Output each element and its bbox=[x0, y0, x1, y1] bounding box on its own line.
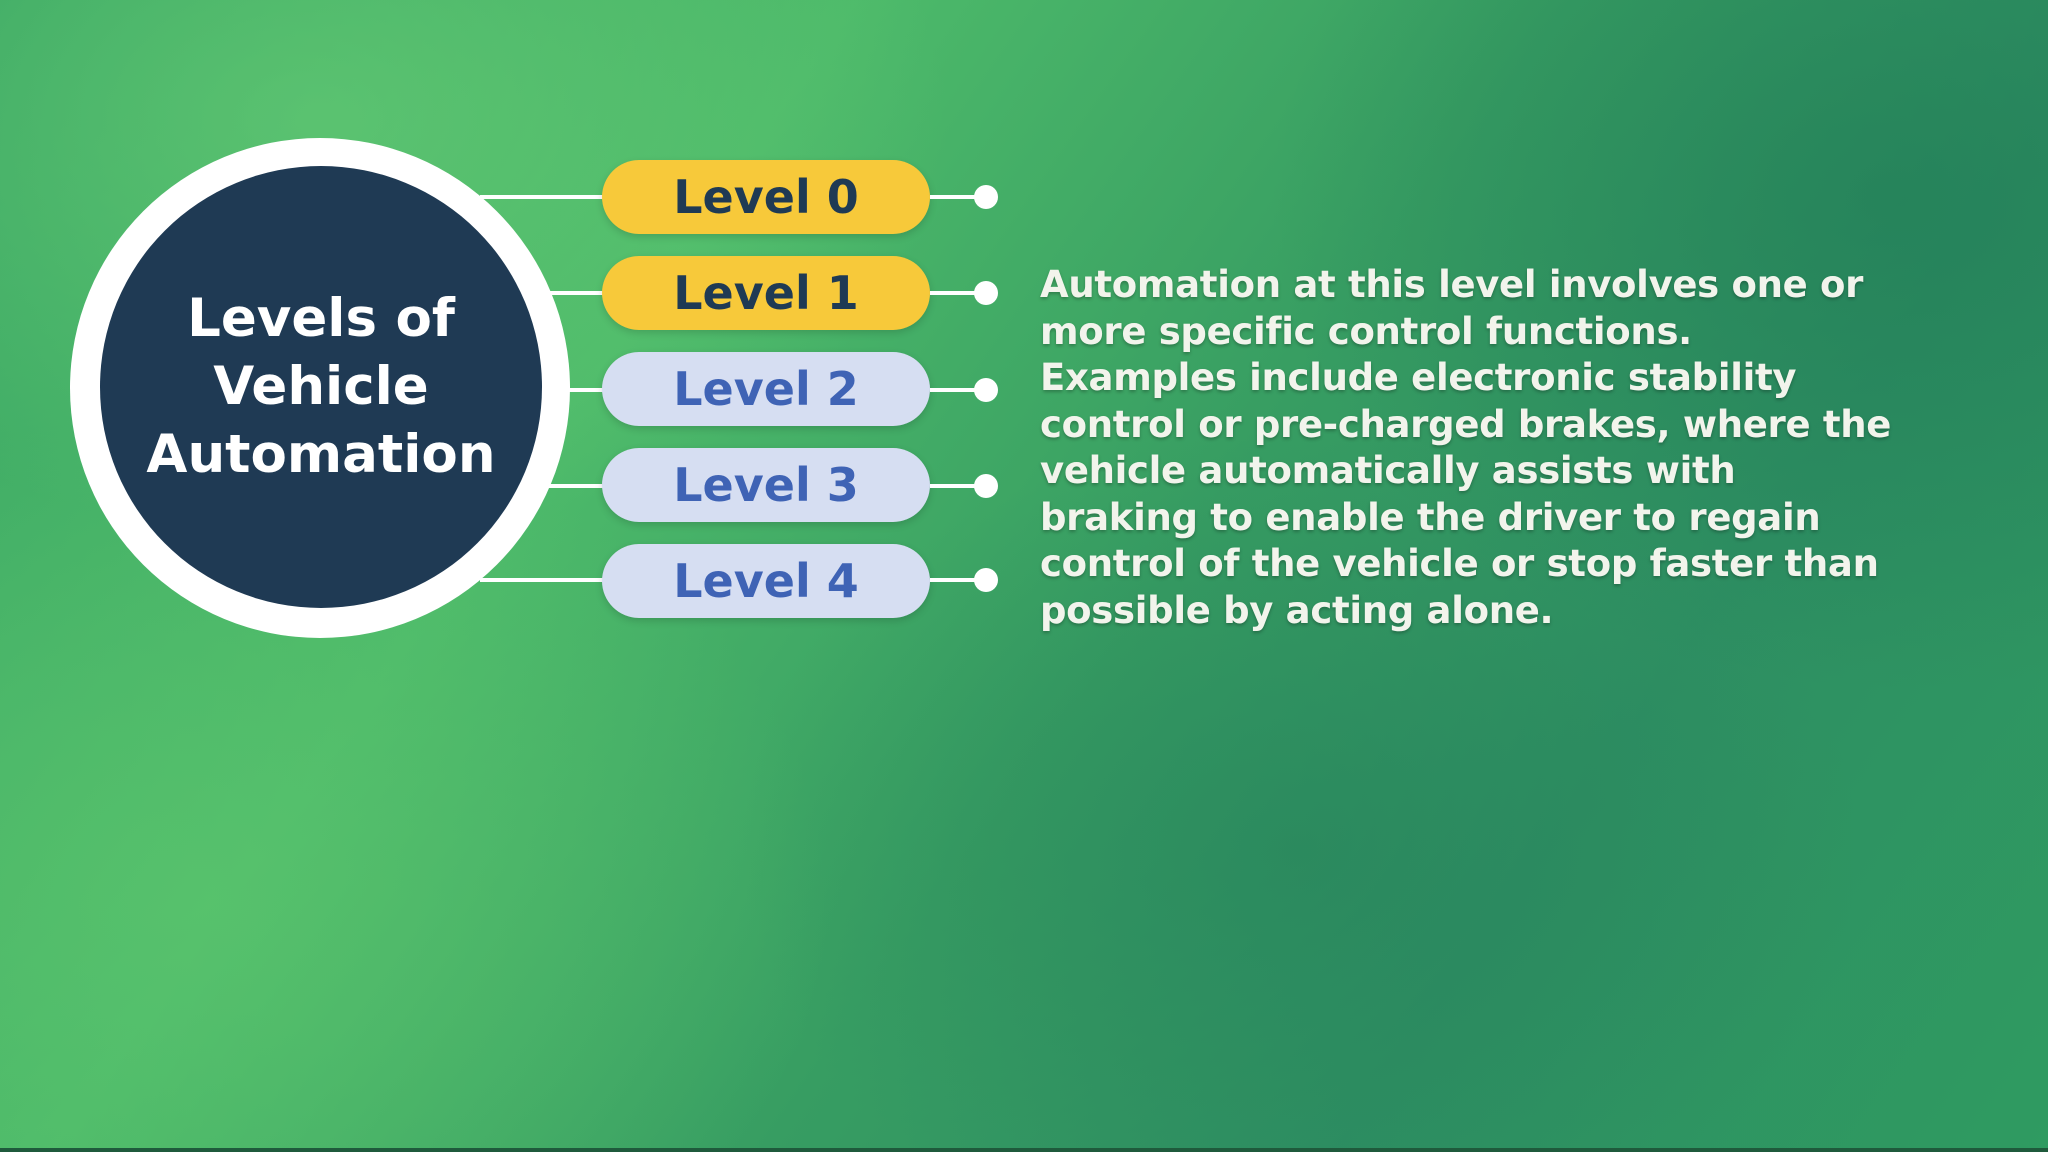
hub-circle: Levels of Vehicle Automation bbox=[100, 166, 542, 608]
end-dot-level-2 bbox=[974, 378, 998, 402]
tail-level-0 bbox=[930, 195, 986, 199]
description-line-4: control or pre-charged brakes, where the bbox=[1040, 402, 1892, 446]
connector-level-2 bbox=[560, 388, 604, 392]
description-line-7: control of the vehicle or stop faster th… bbox=[1040, 542, 1879, 585]
bottom-edge-bar bbox=[0, 1148, 2048, 1152]
description-line-8: possible by acting alone. bbox=[1040, 588, 1554, 632]
end-dot-level-4 bbox=[974, 568, 998, 592]
description-line-1: Automation at this level involves one or bbox=[1040, 263, 1864, 306]
hub-title: Levels of Vehicle Automation bbox=[141, 285, 501, 489]
connector-level-4 bbox=[480, 578, 604, 582]
level-1-pill: Level 1 bbox=[602, 256, 930, 330]
end-dot-level-1 bbox=[974, 281, 998, 305]
end-dot-level-0 bbox=[974, 185, 998, 209]
connector-level-3 bbox=[540, 484, 604, 488]
hub-title-line-1: Levels of bbox=[187, 288, 455, 349]
level-3-pill: Level 3 bbox=[602, 448, 930, 522]
connector-level-1 bbox=[540, 291, 604, 295]
level-0-pill: Level 0 bbox=[602, 160, 930, 234]
connector-level-0 bbox=[480, 195, 604, 199]
level-description: Automation at this level involves one or… bbox=[1040, 262, 1940, 634]
hub-title-line-2: Vehicle bbox=[213, 356, 429, 417]
description-line-5: vehicle automatically assists with bbox=[1040, 449, 1736, 492]
level-2-pill: Level 2 bbox=[602, 352, 930, 426]
description-line-3: Examples include electronic stability bbox=[1040, 356, 1797, 399]
description-line-2: more specific control functions. bbox=[1040, 309, 1692, 353]
end-dot-level-3 bbox=[974, 474, 998, 498]
tail-level-4 bbox=[930, 578, 986, 582]
level-4-pill: Level 4 bbox=[602, 544, 930, 618]
description-line-6: braking to enable the driver to regain bbox=[1040, 495, 1821, 539]
tail-level-2 bbox=[930, 388, 986, 392]
tail-level-1 bbox=[930, 291, 986, 295]
tail-level-3 bbox=[930, 484, 986, 488]
hub-title-line-3: Automation bbox=[146, 424, 496, 485]
